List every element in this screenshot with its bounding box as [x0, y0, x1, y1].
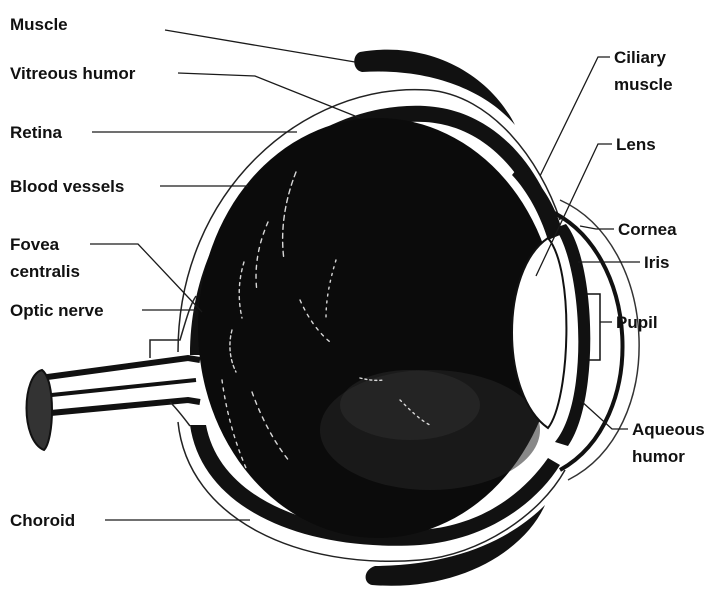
label-lens: Lens	[616, 135, 656, 154]
label-aqueous-line2: humor	[632, 447, 685, 466]
label-ciliary-line2: muscle	[614, 75, 673, 94]
label-vitreous-humor: Vitreous humor	[10, 64, 136, 83]
label-optic-nerve: Optic nerve	[10, 301, 104, 320]
label-choroid: Choroid	[10, 511, 75, 530]
label-fovea-line1: Fovea	[10, 235, 60, 254]
label-aqueous-line1: Aqueous	[632, 420, 705, 439]
label-ciliary-line1: Ciliary	[614, 48, 667, 67]
optic-nerve-sheath-bottom	[170, 402, 190, 426]
label-muscle: Muscle	[10, 15, 68, 34]
label-blood-vessels: Blood vessels	[10, 177, 124, 196]
optic-nerve-lower	[40, 400, 200, 414]
optic-nerve-stub	[27, 370, 53, 450]
optic-nerve-core	[42, 380, 196, 396]
vitreous-shade-2	[340, 370, 480, 440]
label-iris: Iris	[644, 253, 670, 272]
label-cornea: Cornea	[618, 220, 677, 239]
optic-nerve-upper	[40, 358, 200, 378]
label-fovea-line2: centralis	[10, 262, 80, 281]
label-pupil: Pupil	[616, 313, 658, 332]
label-retina: Retina	[10, 123, 63, 142]
optic-nerve-sheath-top	[150, 296, 196, 358]
